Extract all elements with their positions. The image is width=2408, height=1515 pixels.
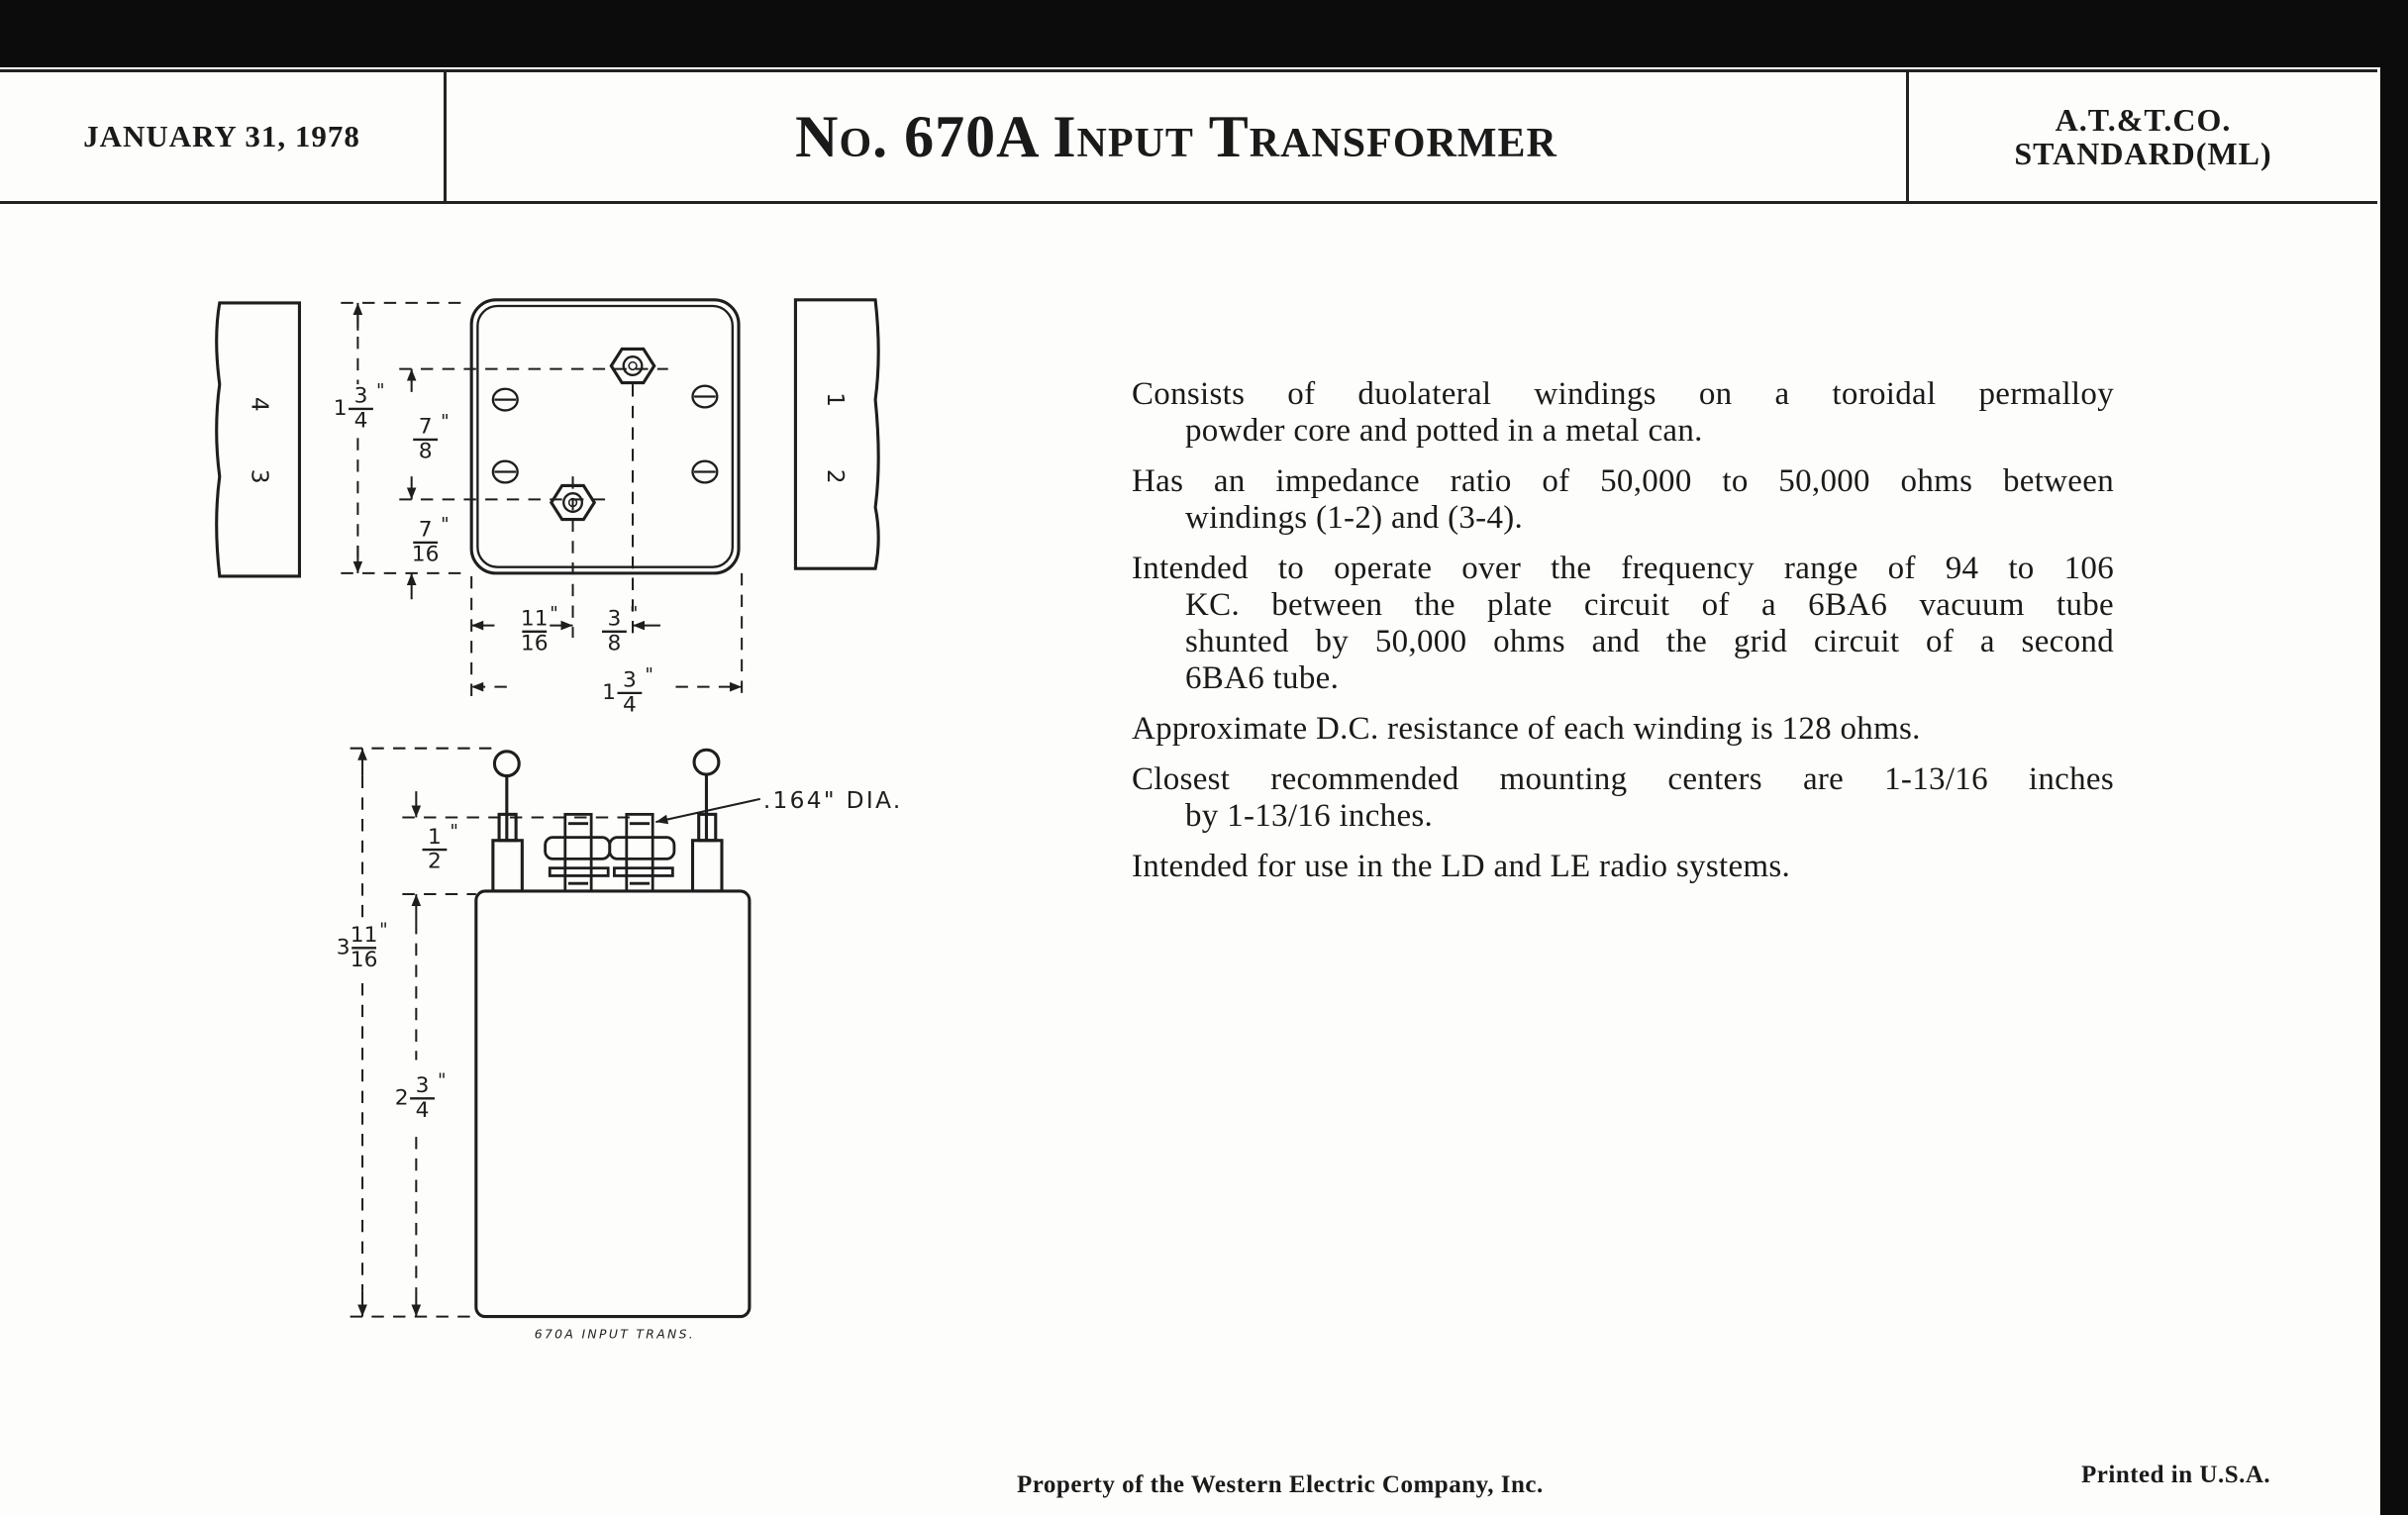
dimension-text: 11 [521, 607, 549, 632]
document-page [0, 67, 2380, 1515]
inch-mark: " [379, 920, 388, 941]
printed-notice: Printed in U.S.A. [2081, 1462, 2271, 1488]
terminal-label-2: 2 [822, 469, 849, 484]
description-paragraph: Intended to operate over the frequency r… [1132, 551, 2114, 697]
inch-mark: " [550, 603, 558, 624]
description-line: powder core and potted in a metal can. [1185, 413, 1703, 449]
dimension-text: 3 [354, 384, 368, 409]
dimension-text: 1 [602, 680, 616, 705]
standard-cell: A.T.&T.CO. STANDARD(ML) [1909, 72, 2377, 201]
issue-date: JANUARY 31, 1978 [83, 119, 360, 153]
terminal-label-4: 4 [246, 397, 272, 412]
description-line: Intended to operate over the frequency r… [1132, 551, 2114, 586]
dimension-text: 16 [351, 948, 378, 972]
dimension-text: 4 [623, 692, 637, 717]
inch-mark: " [645, 664, 653, 685]
header-bar: JANUARY 31, 1978 No. 670A Input Transfor… [0, 69, 2377, 204]
inch-mark: " [438, 1070, 447, 1091]
dimension-text: 4 [416, 1098, 430, 1123]
dimension-text: 2 [395, 1086, 409, 1111]
description-line: Has an impedance ratio of 50,000 to 50,0… [1132, 463, 2114, 499]
dimension-text: 3 [608, 607, 622, 632]
dimension-text: 16 [412, 542, 440, 566]
property-notice: Property of the Western Electric Company… [1017, 1471, 1544, 1498]
description-paragraph: Consists of duolateral windings on a tor… [1132, 376, 2114, 450]
terminal-label-3: 3 [246, 469, 272, 484]
description-paragraph: Closest recommended mounting centers are… [1132, 761, 2114, 835]
drawing-caption: 670A INPUT TRANS. [535, 1326, 695, 1341]
dimension-text: 7 [419, 415, 433, 440]
dimension-text: 1 [428, 825, 442, 850]
dimension-text: 4 [354, 409, 368, 434]
description-paragraph: Approximate D.C. resistance of each wind… [1132, 711, 2114, 748]
description-line: KC. between the plate circuit of a 6BA6 … [1185, 587, 2114, 623]
mounting-studs [544, 812, 676, 893]
description-line: Approximate D.C. resistance of each wind… [1132, 711, 1921, 747]
dimension-text: 16 [521, 631, 549, 656]
terminal-block-3-4: 4 3 [215, 301, 301, 578]
description-line: Consists of duolateral windings on a tor… [1132, 376, 2114, 412]
description-line: Intended for use in the LD and LE radio … [1132, 849, 1791, 884]
dimension-text: 8 [419, 440, 433, 464]
solder-lug-right [690, 748, 724, 893]
inch-mark: " [441, 514, 450, 535]
dimension-stud-spacing-v: 78 " [413, 412, 450, 464]
solder-lug-left [491, 750, 524, 893]
dimension-text: 1 [334, 396, 348, 421]
standard-line-2: STANDARD(ML) [2014, 136, 2272, 171]
inch-mark: " [376, 381, 385, 402]
hex-stud-upper [609, 347, 656, 385]
inch-mark: " [630, 603, 639, 624]
date-cell: JANUARY 31, 1978 [0, 72, 447, 201]
inch-mark: " [450, 822, 458, 843]
terminal-screws [491, 384, 719, 484]
top-view [341, 298, 744, 700]
standard-line-1: A.T.&T.CO. [2055, 102, 2232, 138]
description-paragraph: Intended for use in the LD and LE radio … [1132, 849, 2114, 885]
dimension-text: 3 [337, 936, 351, 960]
diameter-label: .164" DIA. [763, 787, 903, 814]
dimension-text: 8 [608, 631, 622, 656]
terminal-label-1: 1 [822, 392, 849, 407]
description-line: 6BA6 tube. [1185, 660, 1340, 696]
description-paragraph: Has an impedance ratio of 50,000 to 50,0… [1132, 463, 2114, 537]
dimension-stud-height: 12 " [422, 822, 458, 874]
dimension-text: 3 [623, 668, 637, 693]
terminal-block-1-2: 1 2 [793, 298, 880, 570]
description-line: windings (1-2) and (3-4). [1185, 500, 1524, 536]
dimension-text: 11 [351, 923, 378, 948]
description-line: by 1-13/16 inches. [1185, 798, 1434, 834]
description-line: shunted by 50,000 ohms and the grid circ… [1185, 624, 2114, 659]
description: Consists of duolateral windings on a tor… [1132, 376, 2114, 899]
side-view: .164" DIA. 670A INPUT TRANS. [350, 747, 903, 1341]
dimension-stud-offset-v: 716" [412, 514, 450, 566]
title-cell: No. 670A Input Transformer [447, 72, 1909, 201]
dimension-text: 3 [416, 1073, 430, 1098]
dimension-stud-spacing-h: 38 " [602, 603, 638, 656]
dimension-text: 2 [428, 850, 442, 874]
inch-mark: " [441, 412, 450, 433]
page-title: No. 670A Input Transformer [795, 103, 1557, 169]
dimension-text: 7 [419, 518, 433, 543]
description-line: Closest recommended mounting centers are… [1132, 761, 2114, 797]
